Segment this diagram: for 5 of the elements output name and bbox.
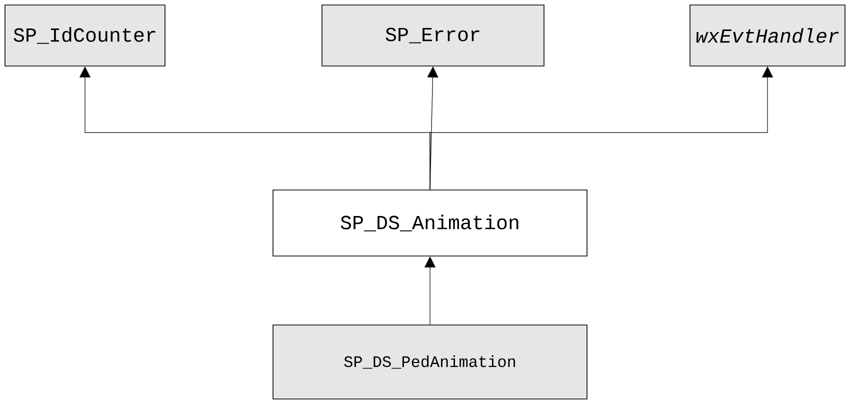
class-box: SP_Error [322,4,544,66]
class-box: SP_IdCounter [4,4,166,66]
class-box: wxEvtHandler [690,4,846,66]
class-box: SP_DS_PedAnimation [272,324,588,400]
class-box: SP_DS_Animation [272,190,588,256]
